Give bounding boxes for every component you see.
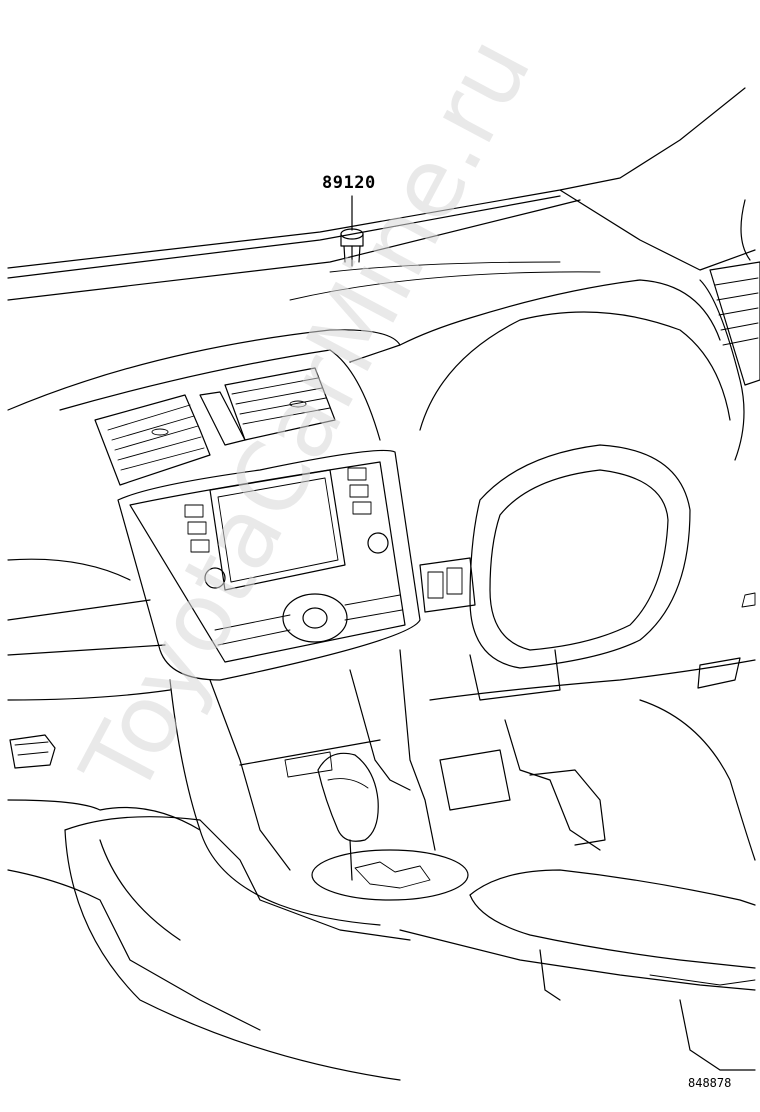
drawing-code-label: 848878	[688, 1076, 732, 1090]
sensor-89120	[340, 195, 364, 267]
steering-wheel	[469, 444, 691, 701]
center-vents	[94, 367, 336, 486]
console-armrest	[64, 816, 756, 1081]
dash-top-edges	[7, 87, 756, 301]
shift-lever	[311, 752, 469, 901]
right-switch-panel	[419, 557, 476, 613]
right-lower-dash	[429, 592, 756, 861]
dash-upper-panel	[7, 279, 731, 441]
part-number-label: 89120	[322, 173, 376, 193]
audio-nav-unit	[117, 449, 421, 681]
center-stack	[169, 649, 436, 926]
left-lower-dash	[7, 558, 261, 1031]
right-vent	[699, 199, 760, 461]
